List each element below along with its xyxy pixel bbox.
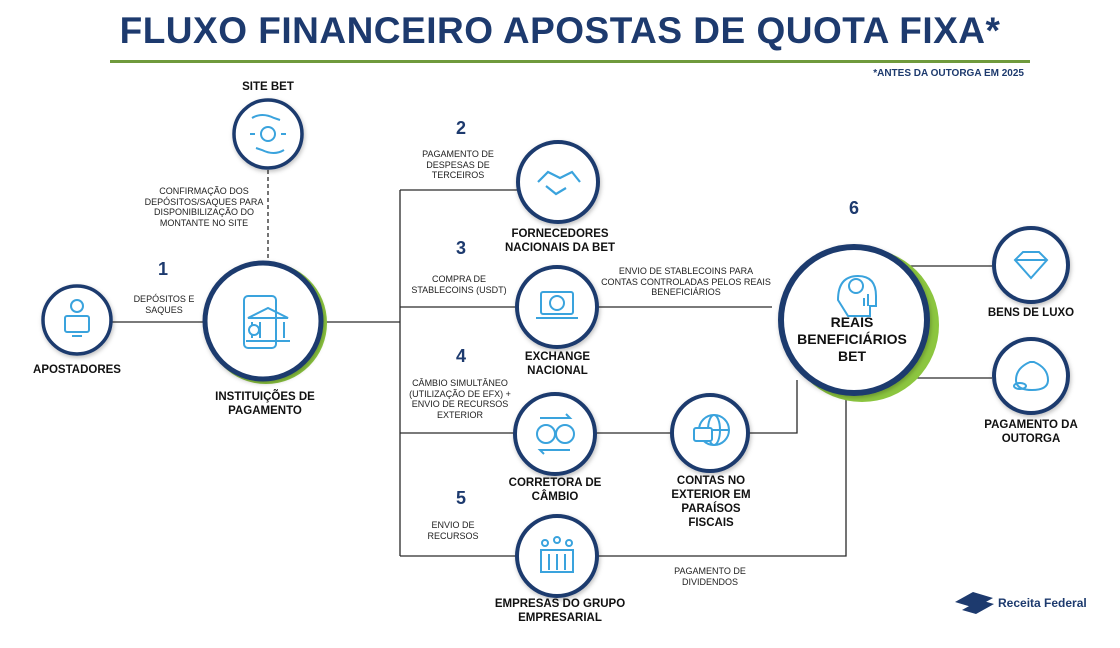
label-bens: BENS DE LUXO <box>987 307 1075 319</box>
handshake-icon <box>537 170 581 196</box>
edge-cambio: CÂMBIO SIMULTÂNEO (UTILIZAÇÃO DE EFX) + … <box>409 378 511 420</box>
label-exchange: EXCHANGE NACIONAL <box>524 351 591 377</box>
line-contas-reais <box>746 380 798 434</box>
edge-despesas: PAGAMENTO DE DESPESAS DE TERCEIROS <box>422 149 494 180</box>
edge-envio-recursos: ENVIO DE RECURSOS <box>427 520 479 541</box>
edge-envio-stablecoins: ENVIO DE STABLECOINS PARA CONTAS CONTROL… <box>601 266 771 297</box>
label-apostadores: APOSTADORES <box>33 364 121 376</box>
label-fornecedores: FORNECEDORES NACIONAIS DA BET <box>504 228 616 254</box>
reais-node <box>778 244 939 402</box>
edge-dividendos: PAGAMENTO DE DIVIDENDOS <box>674 566 746 587</box>
edge-confirmacao: CONFIRMAÇÃO DOS DEPÓSITOS/SAQUES PARA DI… <box>144 186 264 228</box>
step-number-6: 6 <box>849 198 860 218</box>
head-money-icon <box>836 274 877 317</box>
label-outorga: PAGAMENTO DA OUTORGA <box>984 419 1078 445</box>
label-instituicoes: INSTITUIÇÕES DE PAGAMENTO <box>215 391 315 417</box>
step-number-3: 3 <box>456 238 467 258</box>
empresas-node <box>515 514 599 598</box>
edge-depositos: DEPÓSITOS E SAQUES <box>133 294 195 315</box>
money-bag-icon <box>1013 361 1050 392</box>
hands-money-icon <box>250 114 286 154</box>
title-divider <box>110 60 1030 63</box>
step-number-1: 1 <box>158 259 169 279</box>
outorga-node <box>992 337 1070 415</box>
footnote: *ANTES DA OUTORGA EM 2025 <box>873 68 1024 79</box>
receita-federal-logo-icon <box>955 592 994 614</box>
apostadores-node <box>41 284 113 356</box>
step-number-5: 5 <box>456 488 467 508</box>
step-number-4: 4 <box>456 346 467 366</box>
edge-compra: COMPRA DE STABLECOINS (USDT) <box>411 274 507 295</box>
bank-phone-icon <box>243 295 290 349</box>
page-title: FLUXO FINANCEIRO APOSTAS DE QUOTA FIXA* <box>119 10 1001 51</box>
label-reais: REAIS BENEFICIÁRIOS BET <box>797 314 907 364</box>
fornecedores-node <box>516 140 600 224</box>
exchange-node <box>515 265 599 349</box>
buildings-icon <box>540 536 574 573</box>
label-site-bet: SITE BET <box>242 81 294 93</box>
diamond-icon <box>1013 251 1049 280</box>
instituicoes-node <box>202 260 327 384</box>
currency-exchange-icon <box>536 413 575 455</box>
label-empresas: EMPRESAS DO GRUPO EMPRESARIAL <box>494 598 626 624</box>
label-contas: CONTAS NO EXTERIOR EM PARAÍSOS FISCAIS <box>671 475 751 529</box>
line-empresas-reais <box>596 396 847 557</box>
bens-node <box>992 226 1070 304</box>
receita-federal-logo-text: Receita Federal <box>998 596 1087 610</box>
contas-node <box>670 393 750 473</box>
laptop-bitcoin-icon <box>536 291 578 319</box>
site-bet-node <box>232 98 304 170</box>
label-corretora: CORRETORA DE CÂMBIO <box>508 477 602 503</box>
step-number-2: 2 <box>456 118 467 138</box>
person-computer-icon <box>64 299 90 337</box>
globe-card-icon <box>693 414 730 446</box>
corretora-node <box>513 392 597 476</box>
